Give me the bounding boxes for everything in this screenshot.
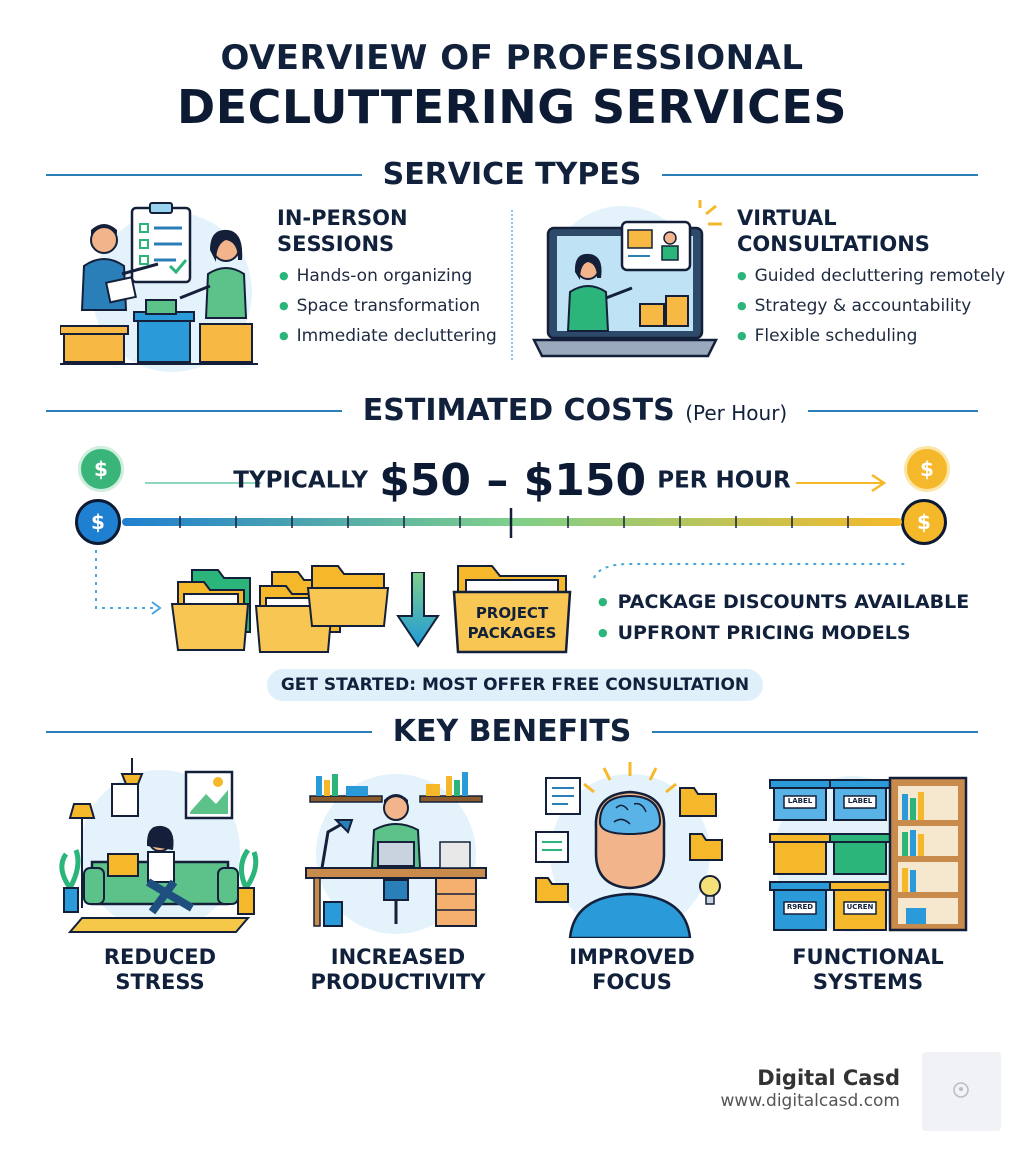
dollar-coin-icon: $ bbox=[78, 446, 124, 492]
service-in-person-title-line2: SESSIONS bbox=[277, 232, 395, 256]
benefit-label-stress: REDUCED STRESS bbox=[60, 945, 260, 995]
relaxed-living-room-icon bbox=[59, 758, 259, 933]
service-virtual-title-line1: VIRTUAL bbox=[737, 206, 837, 230]
project-packages-label-line2: PACKAGES bbox=[467, 624, 557, 642]
dotted-connector bbox=[95, 550, 162, 615]
section-heading-costs: ESTIMATED COSTS (Per Hour) bbox=[342, 393, 808, 428]
benefit-label-line: INCREASED bbox=[330, 945, 466, 969]
virtual-consultation-illustration bbox=[531, 200, 722, 358]
dotted-connector bbox=[593, 563, 906, 579]
bullet-item: Strategy & accountability bbox=[737, 292, 1005, 322]
arrow-line bbox=[145, 482, 261, 484]
bullet-item: Hands-on organizing bbox=[279, 262, 497, 292]
cost-per-hour-label: PER HOUR bbox=[657, 467, 791, 494]
bullet-item: Flexible scheduling bbox=[737, 322, 1005, 352]
benefit-label-line: STRESS bbox=[115, 970, 205, 994]
brand-name: Digital Casd bbox=[757, 1066, 900, 1090]
benefit-label-systems: FUNCTIONAL SYSTEMS bbox=[766, 945, 970, 995]
cost-range-statement: TYPICALLY $50 – $150 PER HOUR bbox=[0, 455, 1024, 506]
service-in-person-bullets: Hands-on organizing Space transformation… bbox=[279, 262, 497, 352]
cost-range-bar bbox=[122, 508, 902, 538]
bin-label: LABEL bbox=[847, 797, 873, 805]
dollar-coin-icon: $ bbox=[75, 499, 121, 545]
service-virtual-title-line2: CONSULTATIONS bbox=[737, 232, 930, 256]
down-arrow-icon bbox=[396, 572, 440, 648]
costs-heading-sub: (Per Hour) bbox=[685, 401, 788, 425]
page-title-line2: DECLUTTERING SERVICES bbox=[177, 80, 847, 134]
right-arrow-icon bbox=[796, 473, 887, 493]
divider-rule bbox=[652, 731, 978, 733]
section-heading-service-types: SERVICE TYPES bbox=[382, 157, 642, 192]
bullet-item: Guided decluttering remotely bbox=[737, 262, 1006, 292]
benefit-label-line: FOCUS bbox=[592, 970, 672, 994]
dollar-coin-icon: $ bbox=[901, 499, 947, 545]
brand-logo bbox=[922, 1052, 1001, 1131]
service-in-person-title-line1: IN-PERSON bbox=[277, 206, 408, 230]
bin-label: UCREN bbox=[846, 903, 874, 911]
costs-heading-text: ESTIMATED COSTS bbox=[362, 393, 675, 428]
bullet-item: Immediate decluttering bbox=[279, 322, 497, 352]
brand-logo-icon bbox=[953, 1082, 969, 1098]
bullet-item: Space transformation bbox=[279, 292, 497, 322]
package-points: PACKAGE DISCOUNTS AVAILABLE UPFRONT PRIC… bbox=[598, 588, 970, 650]
cost-typically-label: TYPICALLY bbox=[233, 467, 369, 494]
bullet-item: PACKAGE DISCOUNTS AVAILABLE bbox=[598, 588, 970, 619]
project-packages-folder-icon bbox=[452, 565, 572, 654]
service-in-person-title: IN-PERSON SESSIONS bbox=[277, 205, 408, 257]
section-heading-benefits: KEY BENEFITS bbox=[392, 714, 632, 749]
brand-url: www.digitalcasd.com bbox=[720, 1091, 900, 1111]
in-person-session-illustration bbox=[60, 202, 258, 372]
brain-focus-icon bbox=[535, 762, 723, 938]
divider-rule bbox=[46, 410, 342, 412]
benefit-label-line: PRODUCTIVITY bbox=[310, 970, 486, 994]
benefit-label-line: REDUCED bbox=[103, 945, 217, 969]
dollar-coin-icon: $ bbox=[904, 446, 950, 492]
divider-rule bbox=[46, 731, 372, 733]
service-divider bbox=[511, 210, 513, 360]
project-packages-label-line1: PROJECT bbox=[475, 604, 549, 622]
storage-shelves-icon bbox=[769, 776, 968, 932]
benefit-label-line: IMPROVED bbox=[569, 945, 695, 969]
bullet-item: UPFRONT PRICING MODELS bbox=[598, 619, 969, 650]
divider-rule bbox=[662, 174, 978, 176]
service-virtual-bullets: Guided decluttering remotely Strategy & … bbox=[737, 262, 1006, 352]
benefit-label-productivity: INCREASED PRODUCTIVITY bbox=[296, 945, 500, 995]
benefit-label-focus: IMPROVED FOCUS bbox=[532, 945, 732, 995]
project-packages-label: PROJECT PACKAGES bbox=[452, 603, 572, 643]
bin-label: LABEL bbox=[787, 797, 813, 805]
desk-workspace-icon bbox=[305, 772, 487, 934]
benefit-label-line: FUNCTIONAL bbox=[792, 945, 944, 969]
page-title-line1: OVERVIEW OF PROFESSIONAL bbox=[220, 38, 804, 78]
bin-label: R9RED bbox=[786, 903, 814, 911]
cost-range-value: $50 – $150 bbox=[379, 455, 647, 506]
benefit-label-line: SYSTEMS bbox=[812, 970, 924, 994]
divider-rule bbox=[46, 174, 362, 176]
service-virtual-title: VIRTUAL CONSULTATIONS bbox=[737, 205, 930, 257]
divider-rule bbox=[808, 410, 978, 412]
get-started-banner: GET STARTED: MOST OFFER FREE CONSULTATIO… bbox=[267, 669, 763, 701]
folders-icon bbox=[170, 565, 390, 653]
